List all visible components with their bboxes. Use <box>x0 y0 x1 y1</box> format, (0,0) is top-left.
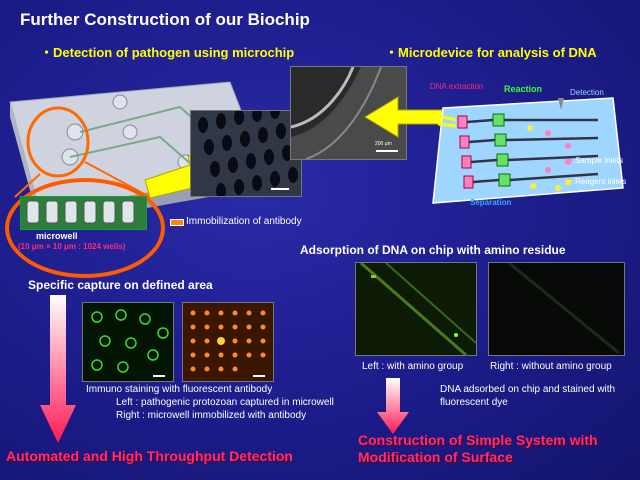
microwell-spec: (10 μm × 10 μm : 1024 wells) <box>18 242 126 251</box>
microwell-zoom-ring <box>5 178 165 278</box>
detection-label: Detection <box>570 88 604 97</box>
dna-microdevice-diagram <box>432 97 624 204</box>
dna-amino-image <box>355 262 477 356</box>
specific-capture-heading: Specific capture on defined area <box>28 278 213 292</box>
fluorescent-capture-image <box>82 302 174 382</box>
arrow-down-right-icon <box>377 378 409 434</box>
page-title: Further Construction of our Biochip <box>20 10 310 29</box>
immuno-caption-line2: Left : pathogenic protozoan captured in … <box>116 397 334 408</box>
fluorescent-antibody-image <box>182 302 274 382</box>
separation-label: Separation <box>470 198 512 207</box>
conclusion-left: Automated and High Throughput Detection <box>6 448 293 464</box>
antibody-legend-icon <box>170 219 184 226</box>
reagent-dot-icon: ● <box>568 177 573 186</box>
scale-label: 200 μm <box>375 141 392 147</box>
left-heading: ・Detection of pathogen using microchip <box>40 45 295 60</box>
amino-right-caption: Right : without amino group <box>490 361 612 372</box>
dna-caption: DNA adsorbed on chip and stained with fl… <box>440 384 616 408</box>
arrow-down-left-icon <box>40 295 76 443</box>
immobilization-label: Immobilization of antibody <box>186 216 302 227</box>
adsorption-heading: Adsorption of DNA on chip with amino res… <box>300 243 566 257</box>
dna-extraction-label: DNA extraction <box>430 82 484 91</box>
sample-dot-icon: ● <box>568 156 573 165</box>
sem-microwell-image <box>190 110 302 197</box>
conclusion-right: Construction of Simple System with Modif… <box>358 432 598 465</box>
right-heading: ・Microdevice for analysis of DNA <box>385 45 597 60</box>
microwell-strip <box>20 196 147 230</box>
reaction-label: Reaction <box>504 84 543 94</box>
immuno-caption-line1: Immuno staining with fluorescent antibod… <box>86 384 273 395</box>
microwell-label: microwell <box>36 231 78 241</box>
reagent-inlets-label: ●:Reagent inlets <box>568 177 627 186</box>
amino-left-caption: Left : with amino group <box>362 361 464 372</box>
sample-inlets-label: ●:Sample inlets <box>568 156 624 165</box>
dna-no-amino-image <box>488 262 625 356</box>
immuno-caption-line3: Right : microwell immobilized with antib… <box>116 410 307 421</box>
arrow-left-icon <box>364 96 443 138</box>
